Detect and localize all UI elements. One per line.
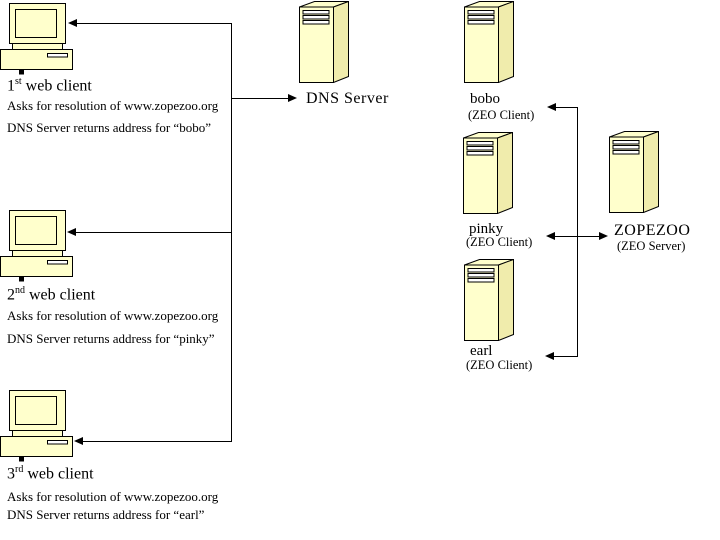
client-2-ordinal: 2 (7, 286, 15, 304)
bobo-role: (ZEO Client) (468, 108, 535, 122)
arrowhead-client-2-icon (67, 228, 76, 236)
earl-server-tower-icon (464, 259, 514, 341)
zopezoo-role: (ZEO Server) (617, 239, 686, 253)
arrowhead-earl-icon (545, 352, 554, 360)
zopezoo-name: ZOPEZOO (614, 222, 691, 239)
arrowhead-bobo-icon (547, 103, 556, 111)
pinky-server-tower-icon (463, 132, 513, 214)
client-2-line-2: DNS Server returns address for “pinky” (7, 331, 215, 346)
line-pinky-zopezoo (555, 236, 599, 237)
client-2-ordinal-suffix: nd (15, 285, 25, 296)
client-3-line-2: DNS Server returns address for “earl” (7, 507, 205, 522)
client-1-line-2: DNS Server returns address for “bobo” (7, 120, 211, 135)
line-to-client-1 (77, 23, 232, 24)
dns-server-tower-icon (299, 1, 349, 83)
client-1-ordinal: 1 (7, 77, 15, 95)
zopezoo-server-tower-icon (609, 131, 659, 213)
client-2-title-text: web client (25, 286, 96, 304)
client-1-title-text: web client (21, 77, 92, 95)
earl-role: (ZEO Client) (466, 358, 533, 372)
bobo-server-tower-icon (464, 1, 514, 83)
arrowhead-zopezoo-icon (599, 232, 608, 240)
dns-server-label: DNS Server (306, 90, 389, 107)
client-1-title: 1st web client (7, 76, 92, 95)
client-3-ordinal: 3 (7, 465, 15, 483)
pinky-name: pinky (469, 221, 504, 237)
arrowhead-client-1-icon (68, 19, 77, 27)
client-2-title: 2nd web client (7, 285, 95, 304)
line-to-client-2 (76, 232, 232, 233)
pinky-role: (ZEO Client) (466, 235, 533, 249)
arrowhead-dns-icon (288, 94, 297, 102)
client-3-title: 3rd web client (7, 464, 94, 483)
web-client-3-computer-icon (0, 390, 73, 462)
arrowhead-client-3-icon (74, 437, 83, 445)
arrowhead-pinky-icon (546, 232, 555, 240)
client-3-line-1: Asks for resolution of www.zopezoo.org (7, 489, 219, 504)
right-bus-line (577, 107, 578, 357)
web-client-1-computer-icon (0, 3, 73, 75)
line-to-client-3 (83, 441, 232, 442)
web-client-2-computer-icon (0, 210, 73, 282)
client-3-ordinal-suffix: rd (15, 464, 24, 475)
client-1-ordinal-suffix: st (15, 76, 22, 87)
client-1-line-1: Asks for resolution of www.zopezoo.org (7, 98, 219, 113)
client-2-line-1: Asks for resolution of www.zopezoo.org (7, 308, 219, 323)
earl-name: earl (470, 343, 493, 359)
bobo-name: bobo (470, 91, 500, 107)
line-to-bobo (556, 107, 578, 108)
line-to-earl (554, 356, 578, 357)
client-3-title-text: web client (23, 465, 94, 483)
line-to-dns (232, 98, 288, 99)
